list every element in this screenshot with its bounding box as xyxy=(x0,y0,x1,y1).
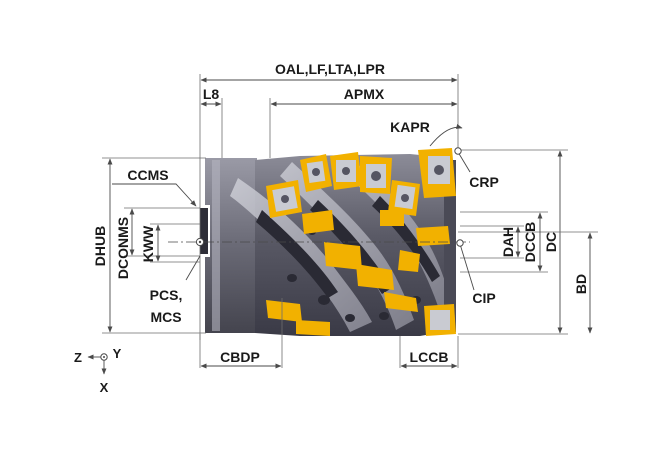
coordinate-system: Z Y X xyxy=(74,346,122,395)
label-kww: KWW xyxy=(140,225,156,262)
front-face xyxy=(444,160,456,332)
keyway-slot xyxy=(200,208,208,254)
label-apmx: APMX xyxy=(344,86,385,102)
label-mcs: MCS xyxy=(150,309,181,325)
label-lccb: LCCB xyxy=(410,349,449,365)
crp-point-icon xyxy=(454,147,462,155)
insert-top-2 xyxy=(330,152,362,190)
label-dc: DC xyxy=(543,232,559,252)
hub-highlight xyxy=(212,160,220,331)
label-l8: L8 xyxy=(203,86,220,102)
insert-top-3 xyxy=(360,156,392,194)
insert-row3-2 xyxy=(356,264,394,290)
inserts xyxy=(266,148,456,336)
insert-bottom-2 xyxy=(296,320,330,336)
insert-row2-2 xyxy=(380,210,404,226)
crp-leader xyxy=(457,151,471,173)
label-oal: OAL,LF,LTA,LPR xyxy=(275,61,385,77)
pcs-leader xyxy=(185,255,201,281)
insert-bottom-1 xyxy=(266,300,302,322)
label-kapr: KAPR xyxy=(390,119,430,135)
insert-row2-3 xyxy=(416,226,450,246)
dimension-lines xyxy=(102,74,598,369)
cip-point-icon xyxy=(456,239,464,247)
insert-front-bottom xyxy=(424,304,456,336)
label-dah: DAH xyxy=(500,227,516,257)
kapr-arc xyxy=(429,124,463,147)
dimension-labels: OAL,LF,LTA,LPR L8 APMX KAPR CCMS CRP DHU… xyxy=(92,61,589,365)
ccms-leader xyxy=(112,183,197,207)
insert-mid-1 xyxy=(266,180,302,218)
insert-front-top xyxy=(418,148,456,198)
label-bd: BD xyxy=(573,274,589,294)
gullet-1 xyxy=(256,210,338,298)
axis-x-label: X xyxy=(100,380,109,395)
label-pcs: PCS, xyxy=(150,287,183,303)
label-crp: CRP xyxy=(469,174,499,190)
insert-row3-3 xyxy=(398,250,420,272)
pcs-point-center xyxy=(198,240,202,244)
axis-y-label: Y xyxy=(113,346,122,361)
axis-z-label: Z xyxy=(74,350,82,365)
insert-row3-1 xyxy=(324,242,362,270)
label-dconms: DCONMS xyxy=(115,217,131,279)
cip-leader xyxy=(459,243,475,291)
insert-top-4 xyxy=(388,180,420,216)
label-cbdp: CBDP xyxy=(220,349,260,365)
label-ccms: CCMS xyxy=(127,167,168,183)
label-dccb: DCCB xyxy=(522,222,538,262)
label-dhub: DHUB xyxy=(92,226,108,266)
insert-row2-1 xyxy=(302,210,334,234)
insert-bottom-3 xyxy=(384,292,418,312)
insert-top-1 xyxy=(300,154,332,192)
label-cip: CIP xyxy=(472,290,495,306)
